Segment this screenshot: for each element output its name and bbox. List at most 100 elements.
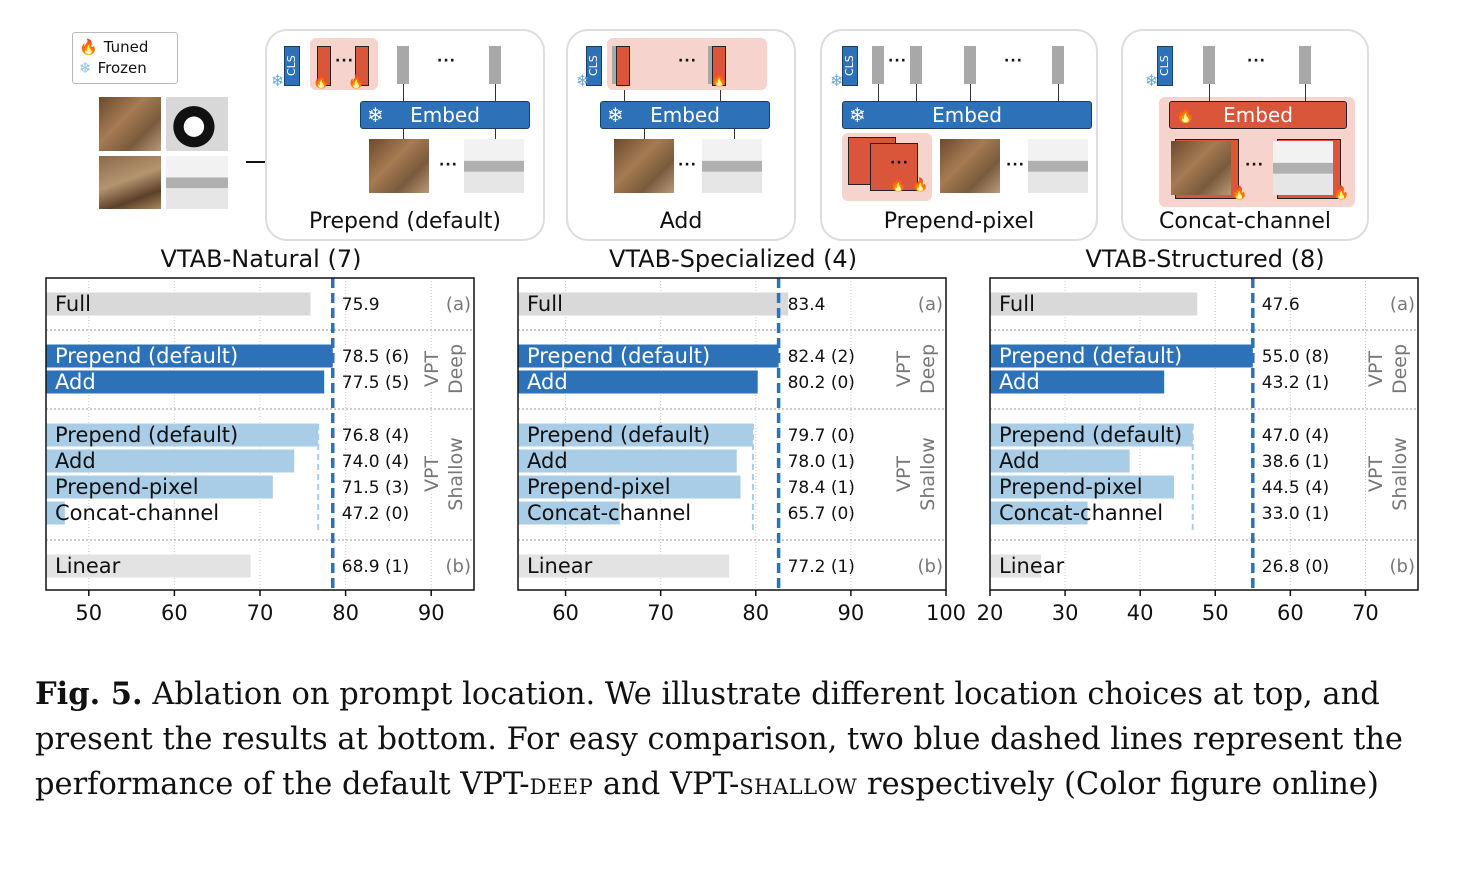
snowflake-icon: ❄ (367, 103, 384, 127)
snowflake-icon: ❄ (607, 103, 624, 127)
bar (990, 501, 1088, 525)
legend-tuned: Tuned (103, 38, 149, 56)
panel-prepend-pixel: CLS ❄ ··· ··· ❄Embed ··· 🔥 🔥 ··· Prepend… (820, 29, 1098, 241)
bar-label: Prepend-pixel (527, 475, 671, 499)
prompt-token (712, 46, 726, 86)
row-tag: (b) (918, 556, 943, 577)
x-tick-label: 70 (647, 601, 674, 625)
bar (990, 292, 1198, 316)
image-token (964, 46, 976, 84)
bar-label: Prepend-pixel (55, 475, 199, 499)
bar-label: Prepend (default) (999, 344, 1182, 368)
image-tile-4 (166, 156, 228, 209)
value-label: 78.0 (1) (788, 452, 855, 472)
image-patch (614, 139, 674, 193)
panel-prepend: CLS ❄ ··· 🔥 🔥 ··· ❄Embed ··· Prepend (de… (265, 29, 545, 241)
bar (518, 292, 789, 316)
flame-icon: 🔥 (313, 75, 330, 90)
bar (518, 344, 779, 368)
legend-frozen: Frozen (97, 59, 147, 77)
bar-label: Prepend (default) (527, 423, 710, 447)
image-patch (702, 139, 762, 193)
ellipsis: ··· (437, 53, 456, 69)
value-label: 82.4 (2) (788, 347, 855, 367)
x-tick-label: 90 (418, 601, 445, 625)
x-tick-label: 80 (332, 601, 359, 625)
caption-label: Fig. 5. (35, 676, 143, 712)
snowflake-icon: ❄ (1145, 71, 1159, 90)
image-patch (940, 139, 1000, 193)
bar (990, 554, 1042, 578)
image-patch (1171, 141, 1231, 195)
ellipsis: ··· (1247, 53, 1266, 69)
flame-icon: 🔥 (912, 178, 929, 193)
figure-caption: Fig. 5. Ablation on prompt location. We … (35, 672, 1435, 807)
bar-label: Full (55, 292, 91, 316)
caption-shallow: shallow (739, 767, 858, 802)
bar-label: Prepend (default) (55, 344, 238, 368)
ellipsis: ··· (1245, 157, 1264, 173)
bar (518, 449, 737, 473)
bar-label: Add (527, 449, 568, 473)
embed-block: ❄Embed (360, 101, 530, 129)
cls-token: CLS (842, 46, 858, 86)
value-label: 79.7 (0) (788, 426, 855, 446)
value-label: 80.2 (0) (788, 373, 855, 393)
ellipsis: ··· (439, 157, 458, 173)
value-label: 44.5 (4) (1262, 478, 1329, 498)
group-label: VPT (1365, 351, 1387, 387)
x-tick-label: 50 (75, 601, 102, 625)
value-label: 33.0 (1) (1262, 504, 1329, 524)
image-patch (464, 139, 524, 193)
bar (46, 344, 333, 368)
value-label: 76.8 (4) (342, 426, 409, 446)
image-tile-1 (99, 97, 161, 151)
embed-block: 🔥Embed (1169, 101, 1347, 129)
bar (990, 449, 1130, 473)
x-tick-label: 90 (838, 601, 865, 625)
caption-text: Ablation on prompt location. We illustra… (35, 677, 1403, 802)
chart-title-specialized: VTAB-Specialized (4) (608, 245, 858, 273)
bar-label: Full (999, 292, 1035, 316)
image-token (1052, 46, 1064, 84)
bar-label: Prepend (default) (999, 423, 1182, 447)
ellipsis: ··· (335, 53, 354, 69)
bar-label: Prepend (default) (527, 344, 710, 368)
bar (990, 344, 1253, 368)
embed-block: ❄Embed (600, 101, 770, 129)
image-patch (369, 139, 429, 193)
image-token (910, 46, 922, 84)
bar (46, 292, 311, 316)
ellipsis: ··· (678, 53, 697, 69)
flame-icon: 🔥 (1231, 186, 1248, 201)
group-label: Deep (445, 344, 467, 394)
x-tick-label: 100 (926, 601, 966, 625)
bar-label: Add (55, 370, 96, 394)
x-tick-label: 60 (1277, 601, 1304, 625)
panel-label: Prepend-pixel (883, 209, 1035, 234)
bar-label: Linear (527, 554, 593, 578)
image-token (397, 46, 409, 84)
panel-label: Add (659, 209, 703, 234)
x-tick-label: 70 (1352, 601, 1379, 625)
plot-frame (517, 277, 947, 591)
cls-token: CLS (1157, 46, 1173, 86)
image-patch (1273, 141, 1333, 195)
bar (46, 449, 295, 473)
row-tag: (a) (918, 294, 943, 315)
chart-title-natural: VTAB-Natural (7) (160, 245, 362, 273)
image-patch (1028, 139, 1088, 193)
bar (990, 475, 1174, 499)
flame-icon: 🔥 (1176, 106, 1195, 124)
prompt-token (616, 46, 630, 86)
bar (46, 475, 273, 499)
prompt-token (355, 46, 369, 86)
ellipsis: ··· (1004, 53, 1023, 69)
group-label: VPT (421, 456, 443, 492)
flame-icon: 🔥 (79, 38, 98, 56)
row-tag: (b) (1390, 556, 1415, 577)
chart-title-structured: VTAB-Structured (8) (1085, 245, 1325, 273)
